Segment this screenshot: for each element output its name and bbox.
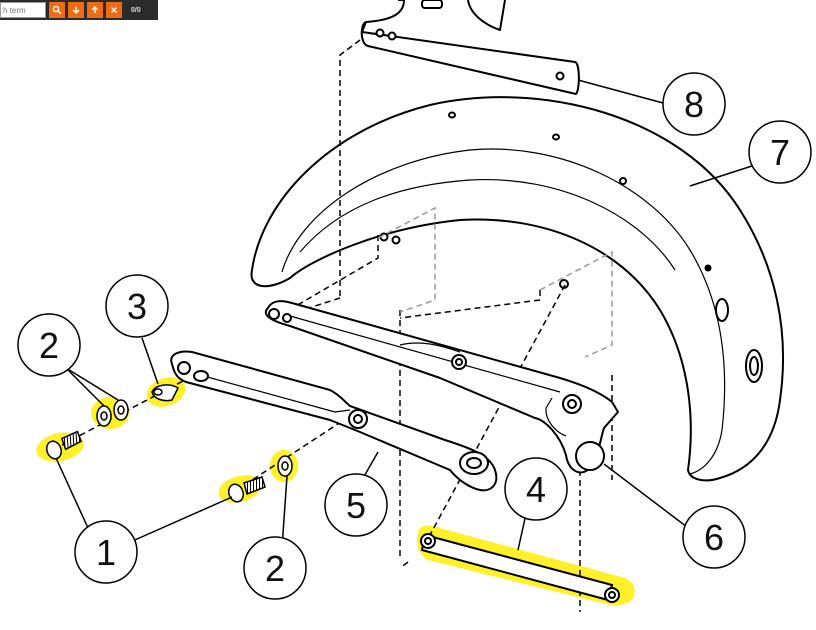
svg-text:7: 7 [770,132,790,173]
hidden-lines [377,206,613,358]
callout-3: 3 [105,274,169,338]
fender [250,96,785,482]
callout-2a: 2 [17,313,81,377]
find-toolbar: 0/0 [0,0,158,20]
callout-8: 8 [662,72,726,136]
callout-5: 5 [324,473,388,537]
bolt-left [45,430,83,460]
rear-strut [264,300,619,474]
spacer [151,384,179,402]
support-rod [420,533,620,603]
callout-1a: 1 [74,520,138,584]
svg-text:8: 8 [684,84,704,125]
match-count: 0/0 [131,6,141,14]
svg-text:5: 5 [346,485,366,526]
previous-match-button[interactable] [87,2,103,18]
svg-text:3: 3 [127,286,147,327]
front-strut [170,350,498,492]
callout-6: 6 [682,505,746,569]
close-icon [111,7,117,13]
next-match-button[interactable] [68,2,84,18]
washer-pair [96,399,129,427]
callout-4: 4 [504,457,568,521]
search-button[interactable] [49,2,65,18]
search-input[interactable] [0,2,46,18]
svg-text:6: 6 [704,517,724,558]
bolt-lower [227,476,266,503]
callout-7: 7 [748,120,812,184]
callout-2b: 2 [243,536,307,600]
mount-bracket [360,0,580,95]
svg-text:2: 2 [39,325,59,366]
arrow-down-icon [72,7,80,14]
arrow-up-icon [91,6,99,13]
svg-text:4: 4 [526,469,546,510]
close-search-button[interactable] [106,2,122,18]
svg-text:2: 2 [265,548,285,589]
washer-lower [277,455,293,477]
search-icon [52,5,62,15]
svg-text:1: 1 [96,532,116,573]
